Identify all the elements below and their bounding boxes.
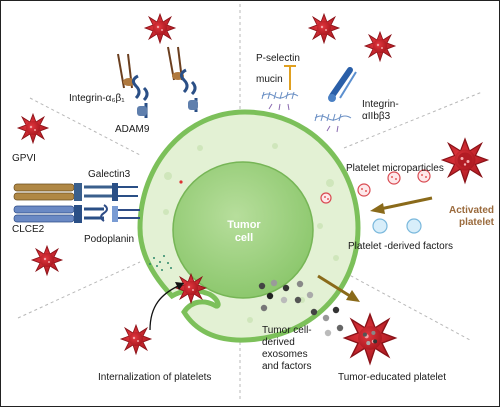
tumor-cell-title-line1: Tumor xyxy=(227,219,261,231)
label-p-selectin: P-selectin xyxy=(256,53,300,64)
clce2-receptor xyxy=(13,205,104,223)
label-gpvi: GPVI xyxy=(12,153,36,164)
platelet-gpvi xyxy=(17,113,49,144)
podoplanin-receptor xyxy=(100,204,140,222)
platelet-in-pocket xyxy=(175,273,207,304)
arrow-exosomes-to-tep xyxy=(317,274,360,302)
label-internalization: Internalization of platelets xyxy=(98,372,212,383)
label-podoplanin: Podoplanin xyxy=(84,234,135,245)
mucin-receptor xyxy=(261,91,352,133)
label-platelet-microparticles: Platelet microparticles xyxy=(346,163,444,174)
label-integrin-a6b1: Integrin-α₆β₁ xyxy=(69,93,125,104)
label-clce2: CLCE2 xyxy=(12,224,45,235)
label-mucin: mucin xyxy=(256,74,283,85)
label-activated-line1: Activated xyxy=(448,205,494,216)
internalized-debris xyxy=(149,255,172,271)
label-tumor-exosomes-line1: Tumor cell- xyxy=(262,325,312,336)
integrin-a6b1-receptor xyxy=(117,46,184,89)
platelet-bottom-left xyxy=(31,245,63,276)
tumor-exosomes-dots xyxy=(258,279,344,337)
adam9-bulbs xyxy=(137,100,198,116)
activated-platelet xyxy=(441,138,489,184)
integrin-aiibb3-receptor xyxy=(328,67,357,102)
label-galectin3: Galectin3 xyxy=(88,169,131,180)
label-tumor-exosomes-line3: exosomes xyxy=(262,349,308,360)
label-activated-platelet: Activated platelet xyxy=(436,205,494,229)
platelet-derived-factors-icons xyxy=(372,218,422,234)
tumor-cell-title: Tumor cell xyxy=(222,219,266,245)
platelet-top-left xyxy=(144,13,176,44)
platelet-fragment-dot xyxy=(179,180,183,184)
label-platelet-derived-factors: Platelet -derived factors xyxy=(348,241,454,252)
platelet-microparticles xyxy=(320,169,431,204)
galectin3-receptor xyxy=(13,183,138,201)
sector-dividers xyxy=(17,4,483,402)
p-selectin-receptor xyxy=(284,65,296,90)
arrow-activated-to-cell xyxy=(370,196,433,214)
label-tumor-exosomes-line2: derived xyxy=(262,337,295,348)
label-integrin-aiibb3-line2: αIIbβ3 xyxy=(362,111,391,122)
platelet-internalization xyxy=(120,324,152,355)
platelet-top-right-b xyxy=(364,31,396,62)
label-activated-line2: platelet xyxy=(458,217,494,228)
tumor-educated-platelet xyxy=(343,313,397,365)
platelet-top-right-a xyxy=(308,13,340,44)
label-adam9: ADAM9 xyxy=(115,124,150,135)
tumor-cell-title-line2: cell xyxy=(234,232,254,244)
arrow-internalization xyxy=(149,282,184,331)
nucleus xyxy=(172,161,314,299)
label-tumor-exosomes-line4: and factors xyxy=(262,361,312,372)
label-integrin-aiibb3-line1: Integrin- xyxy=(362,99,399,110)
label-tumor-educated-platelet: Tumor-educated platelet xyxy=(338,372,447,383)
